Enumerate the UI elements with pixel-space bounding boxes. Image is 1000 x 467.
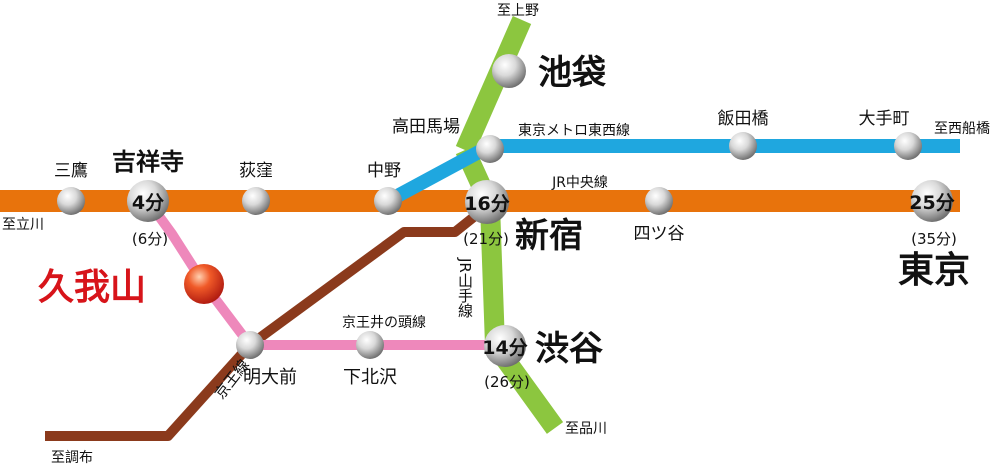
station-tokyo-marker — [911, 180, 953, 222]
direction-ueno: 至上野 — [497, 3, 539, 19]
inokashira-line — [143, 198, 505, 350]
station-shibuya-label: 渋谷 — [535, 329, 603, 369]
station-kichijoji-label: 吉祥寺 — [112, 148, 184, 176]
station-takadanobaba-label: 高田馬場 — [392, 117, 460, 137]
direction-nishifunabashi: 至西船橋 — [934, 121, 990, 137]
direction-chofu: 至調布 — [51, 450, 93, 466]
station-mitaka-label: 三鷹 — [54, 160, 88, 181]
station-shinjuku-label: 新宿 — [515, 216, 583, 256]
station-otemachi-marker — [894, 132, 922, 160]
tozai-line-label: 東京メトロ東西線 — [518, 123, 630, 139]
direction-tachikawa: 至立川 — [2, 217, 44, 233]
station-kugayama-label: 久我山 — [38, 267, 146, 308]
time-kichijoji: 4分 — [132, 192, 164, 214]
station-yotsuya-marker — [645, 187, 673, 215]
chuo-line-label: JR中央線 — [551, 175, 608, 191]
station-yotsuya-label: 四ツ谷 — [634, 224, 685, 244]
station-shimokitazawa-marker — [356, 331, 384, 359]
station-meidaimae-label: 明大前 — [243, 367, 297, 388]
station-meidaimae-marker — [236, 331, 264, 359]
time-shinjuku: 16分 — [464, 193, 509, 215]
time-kichijoji-alt: (6分) — [132, 230, 168, 248]
keio-line — [45, 208, 484, 441]
station-takadanobaba-marker — [476, 135, 504, 163]
station-shinjuku-marker — [465, 180, 509, 224]
station-mitaka-marker — [57, 187, 85, 215]
station-kichijoji-marker — [127, 180, 169, 222]
yamanote-line-south — [455, 145, 564, 434]
yamanote-line — [455, 15, 532, 155]
time-tokyo: 25分 — [909, 192, 954, 214]
station-shibuya-marker — [484, 325, 526, 367]
direction-shinagawa: 至品川 — [565, 421, 607, 437]
station-ogikubo-marker — [242, 187, 270, 215]
time-shibuya: 14分 — [482, 337, 527, 359]
station-ikebukuro-label: 池袋 — [538, 53, 606, 93]
yamanote-line-label: JR山手線 — [456, 257, 474, 318]
station-ogikubo-label: 荻窪 — [239, 161, 273, 181]
station-shimokitazawa-label: 下北沢 — [343, 367, 397, 388]
tozai-line-branch — [384, 139, 494, 208]
station-nakano-marker — [374, 187, 402, 215]
inokashira-line-label: 京王井の頭線 — [342, 315, 426, 331]
station-kugayama-marker — [184, 264, 224, 304]
time-tokyo-alt: (35分) — [911, 230, 957, 248]
station-tokyo-label: 東京 — [898, 249, 970, 291]
station-nakano-label: 中野 — [367, 161, 401, 181]
station-iidabashi-marker — [729, 132, 757, 160]
time-shinjuku-alt: (21分) — [463, 230, 509, 248]
time-shibuya-alt: (26分) — [484, 373, 530, 391]
station-ikebukuro-marker — [492, 54, 526, 88]
station-iidabashi-label: 飯田橋 — [718, 109, 769, 129]
station-otemachi-label: 大手町 — [859, 109, 910, 129]
